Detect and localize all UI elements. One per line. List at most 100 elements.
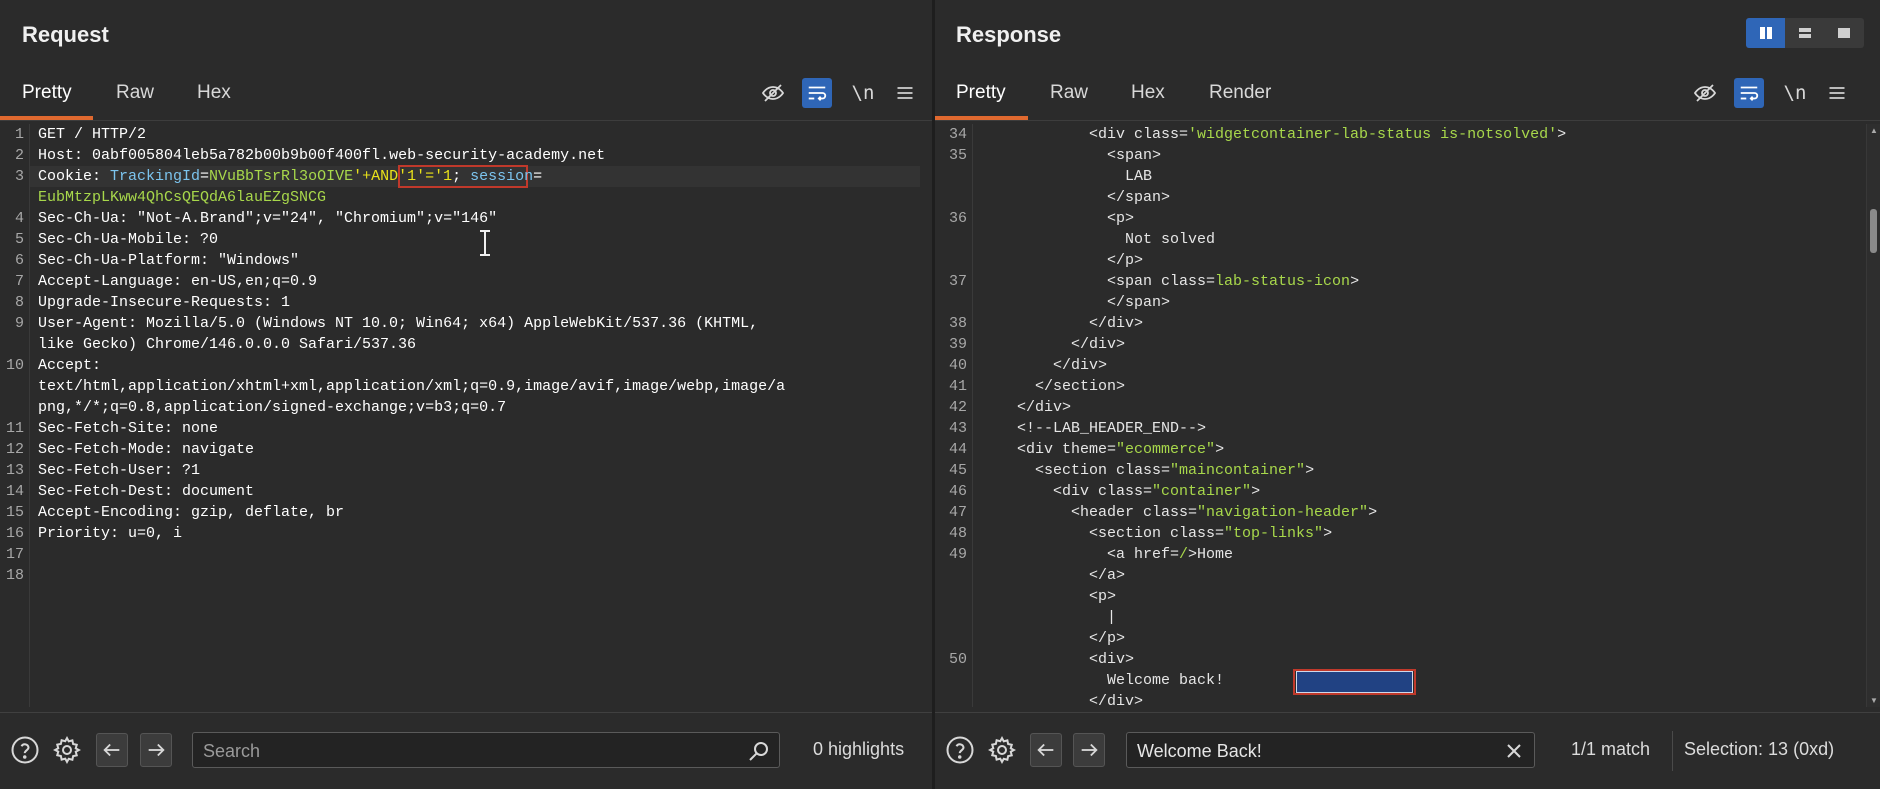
response-menu-button[interactable] [1822, 78, 1852, 108]
response-wrap-lines-toggle[interactable] [1734, 78, 1764, 108]
hamburger-icon [897, 87, 913, 99]
code-token: </p> [1089, 630, 1126, 647]
response-search-input[interactable] [1137, 739, 1463, 763]
newline-icon: \n [1783, 82, 1807, 104]
close-icon[interactable] [1502, 739, 1526, 763]
code-token: </div> [1017, 399, 1072, 416]
line-number: 5 [14, 231, 24, 248]
code-line: </div> [1053, 355, 1107, 376]
code-line: <span class=lab-status-icon> [1107, 271, 1359, 292]
code-token: "top-links" [1224, 525, 1324, 542]
code-token: </div> [1089, 315, 1144, 332]
magnifier-icon [749, 742, 768, 761]
request-current-line [30, 166, 920, 187]
code-token: 0abf005804leb5a782b00b9b00f400fl.web-sec… [92, 147, 606, 164]
columns-icon [1759, 27, 1772, 39]
newline-icon: \n [851, 82, 875, 104]
response-tab-render[interactable]: Render [1209, 82, 1272, 103]
request-settings-button[interactable] [50, 733, 84, 767]
response-show-newlines-button[interactable]: \n [1780, 78, 1810, 108]
code-line: </span> [1107, 187, 1170, 208]
code-token: "ecommerce" [1116, 441, 1216, 458]
line-number: 3 [14, 168, 24, 185]
line-number: 17 [5, 546, 24, 563]
code-token: Upgrade-Insecure-Requests: 1 [38, 294, 291, 311]
response-help-button[interactable] [943, 733, 977, 767]
code-line: GET / HTTP/2 [38, 124, 146, 145]
response-search-box[interactable] [1126, 732, 1535, 768]
code-token: </span> [1107, 294, 1171, 311]
code-token: <span class= [1107, 273, 1216, 290]
response-bottom-bar: 1/1 match Selection: 13 (0xd) [935, 712, 1880, 789]
scroll-down-arrow-icon[interactable]: ▼ [1870, 696, 1878, 705]
request-tab-hex[interactable]: Hex [197, 82, 231, 103]
single-pane-icon [1837, 28, 1850, 38]
code-token: User-Agent: Mozilla/5.0 (Windows NT 10.0… [38, 315, 759, 332]
response-tab-raw[interactable]: Raw [1050, 82, 1089, 103]
response-panel: Response Pretty Raw Hex Render \n [935, 0, 1880, 789]
request-title: Request [22, 22, 109, 47]
response-settings-button[interactable] [985, 733, 1019, 767]
code-line: Not solved [1125, 229, 1215, 250]
code-token: >Home [1188, 546, 1234, 563]
gear-icon [53, 736, 81, 764]
panel-splitter[interactable] [932, 0, 935, 789]
line-number: 50 [948, 651, 967, 668]
request-previous-match-button[interactable] [96, 733, 128, 767]
request-help-button[interactable] [8, 733, 42, 767]
code-line: </p> [1089, 628, 1125, 649]
scrollbar-thumb[interactable] [1870, 209, 1877, 253]
line-number: 6 [14, 252, 24, 269]
response-tab-pretty[interactable]: Pretty [956, 82, 1006, 103]
layout-side-by-side-button[interactable] [1746, 18, 1785, 48]
request-next-match-button[interactable] [140, 733, 172, 767]
code-token: Sec-Fetch-Dest: document [38, 483, 255, 500]
layout-tabs-button[interactable] [1824, 18, 1863, 48]
line-number [935, 166, 972, 187]
code-token: "container" [1152, 483, 1252, 500]
code-token: GET / HTTP/2 [38, 126, 147, 143]
response-match-count: 1/1 match [1571, 739, 1651, 759]
line-number: 37 [948, 273, 967, 290]
code-line: Accept: [38, 355, 101, 376]
code-token: "navigation-header" [1197, 504, 1369, 521]
code-token: <a href= [1107, 546, 1180, 563]
request-tab-raw[interactable]: Raw [116, 82, 155, 103]
request-wrap-lines-toggle[interactable] [802, 78, 832, 108]
code-line: Sec-Ch-Ua: "Not-A.Brand";v="24", "Chromi… [38, 208, 497, 229]
code-line: </div> [1089, 313, 1143, 334]
code-token: <div class= [1089, 126, 1189, 143]
response-next-match-button[interactable] [1073, 733, 1105, 767]
response-tabs-divider [935, 120, 1880, 121]
wrap-lines-icon [1740, 86, 1759, 101]
request-active-tab-indicator [0, 116, 93, 120]
scroll-up-arrow-icon[interactable]: ▲ [1870, 126, 1878, 135]
request-bottom-bar: 0 highlights [0, 712, 932, 789]
request-search-box[interactable] [192, 732, 780, 768]
line-number: 48 [948, 525, 967, 542]
line-number [0, 334, 29, 355]
code-token: <div> [1089, 651, 1135, 668]
line-number: 41 [948, 378, 967, 395]
line-number: 45 [948, 462, 967, 479]
line-number: 1 [14, 126, 24, 143]
layout-stacked-button[interactable] [1785, 18, 1824, 48]
request-search-input[interactable] [203, 739, 672, 763]
wrap-lines-icon [808, 86, 827, 101]
code-line: Cookie: TrackingId=NVuBbTsrRl3oOIVE'+AND… [38, 166, 542, 187]
code-line: Sec-Ch-Ua-Platform: "Windows" [38, 250, 299, 271]
response-scrollbar[interactable]: ▲ ▼ [1866, 124, 1880, 707]
response-tab-hex[interactable]: Hex [1131, 82, 1165, 103]
request-show-newlines-button[interactable]: \n [848, 78, 878, 108]
code-line: <div class='widgetcontainer-lab-status i… [1089, 124, 1566, 145]
response-hide-nonprintable-button[interactable] [1690, 78, 1720, 108]
request-tab-pretty[interactable]: Pretty [22, 82, 72, 103]
response-previous-match-button[interactable] [1030, 733, 1062, 767]
request-menu-button[interactable] [890, 78, 920, 108]
response-active-tab-indicator [935, 116, 1028, 120]
code-line: Sec-Fetch-Mode: navigate [38, 439, 254, 460]
request-hide-nonprintable-button[interactable] [758, 78, 788, 108]
